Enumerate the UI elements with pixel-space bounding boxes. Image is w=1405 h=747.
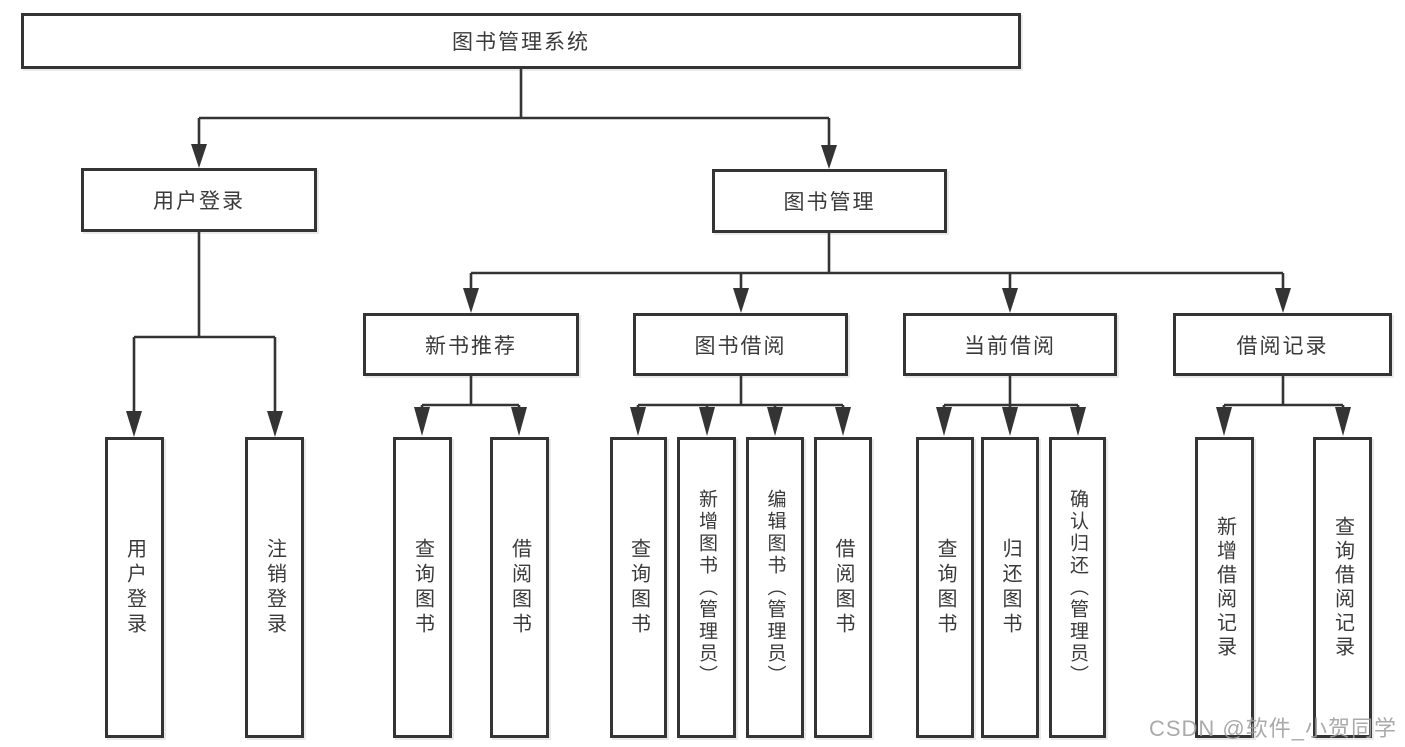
leaf-add-borrow-record: 新增借阅记录 [1195,437,1254,738]
connector-new-book-recommend-children [414,376,527,436]
leaf-query-book-recommend: 查询图书 [393,437,452,738]
leaf-query-book-recommend-label: 查询图书 [411,537,434,638]
leaf-borrow-book: 借阅图书 [814,437,872,738]
leaf-query-book-borrow: 查询图书 [610,437,667,738]
csdn-watermark: CSDN @软件_小贺同学 [1148,716,1397,741]
connector-current-borrow-children [936,376,1086,436]
node-root-label: 图书管理系统 [452,31,590,54]
connector-borrow-record-children [1216,376,1351,436]
leaf-query-book-current-label: 查询图书 [934,537,956,638]
leaf-add-book-admin-label: 新增图书（管理员） [696,488,717,687]
node-current-borrow: 当前借阅 [903,313,1117,376]
connector-book-management-children [463,233,1291,313]
connector-user-login-children [126,232,283,437]
node-borrow-record-label: 借阅记录 [1236,334,1329,358]
leaf-user-login: 用户登录 [105,437,164,738]
connector-book-borrow-children [630,376,851,436]
connector-root-to-level2 [191,69,837,169]
leaf-query-book-current: 查询图书 [916,437,974,738]
leaf-edit-book-admin-label: 编辑图书（管理员） [764,488,786,687]
node-new-book-recommend-label: 新书推荐 [425,334,517,358]
node-root: 图书管理系统 [21,13,1021,69]
leaf-query-book-borrow-label: 查询图书 [627,537,650,638]
leaf-borrow-book-recommend-label: 借阅图书 [508,537,531,638]
node-book-borrow-label: 图书借阅 [694,334,787,358]
leaf-query-borrow-record: 查询借阅记录 [1313,437,1372,738]
leaf-logout-label: 注销登录 [263,537,286,638]
node-book-management-label: 图书管理 [783,191,876,214]
leaf-query-borrow-record-label: 查询借阅记录 [1331,515,1354,660]
node-current-borrow-label: 当前借阅 [964,334,1056,358]
leaf-borrow-book-recommend: 借阅图书 [490,437,549,738]
leaf-borrow-book-label: 借阅图书 [832,537,854,638]
leaf-logout: 注销登录 [245,437,304,738]
node-book-management: 图书管理 [712,169,947,233]
leaf-add-book-admin: 新增图书（管理员） [677,437,736,738]
leaf-add-borrow-record-label: 新增借阅记录 [1213,515,1236,660]
node-borrow-record: 借阅记录 [1173,313,1392,376]
leaf-return-book-label: 归还图书 [999,537,1021,638]
leaf-return-book: 归还图书 [981,437,1039,738]
leaf-confirm-return-admin-label: 确认归还（管理员） [1067,488,1088,687]
leaf-edit-book-admin: 编辑图书（管理员） [746,437,804,738]
node-user-login: 用户登录 [81,168,317,232]
leaf-confirm-return-admin: 确认归还（管理员） [1049,437,1106,738]
node-new-book-recommend: 新书推荐 [363,313,579,376]
leaf-user-login-label: 用户登录 [123,537,146,638]
node-book-borrow: 图书借阅 [633,313,848,376]
node-user-login-label: 用户登录 [153,190,245,213]
